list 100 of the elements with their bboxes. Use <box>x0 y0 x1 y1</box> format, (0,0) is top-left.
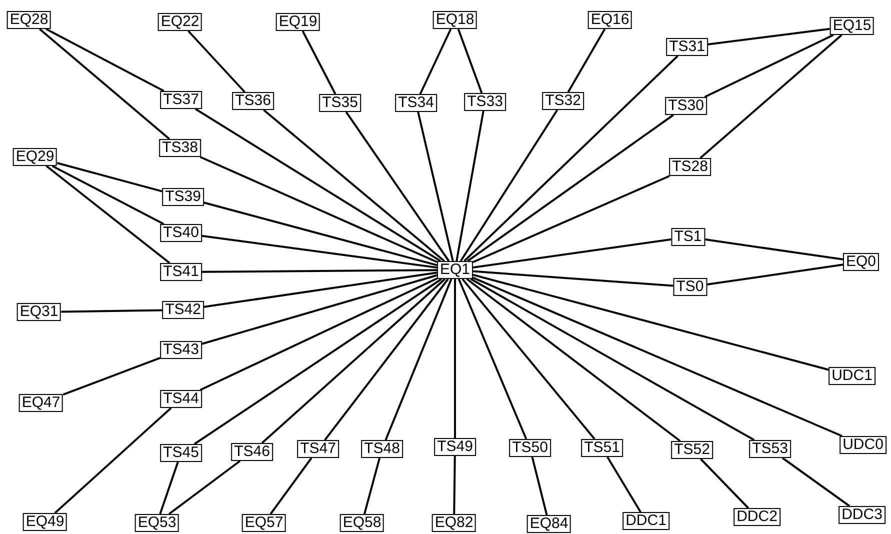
connector-line <box>46 28 164 92</box>
connector-line <box>52 165 164 225</box>
label-box: TS46 <box>231 443 273 461</box>
connector-line <box>466 278 681 442</box>
connector-line <box>704 34 834 98</box>
connector-line <box>472 270 674 287</box>
label-box: TS45 <box>160 444 202 462</box>
connector-line <box>453 456 456 514</box>
connector-line <box>606 456 642 513</box>
label-box: TS39 <box>162 188 204 206</box>
label-box: EQ82 <box>432 514 476 532</box>
label-box: EQ53 <box>134 514 180 532</box>
connector-line <box>46 165 170 264</box>
connector-line <box>472 276 842 437</box>
connector-line <box>706 264 844 286</box>
label-box: EQ31 <box>16 303 62 321</box>
connector-line <box>302 30 336 94</box>
label-box: TS49 <box>434 438 476 456</box>
label-box: EQ29 <box>12 148 58 166</box>
label-box: EQ0 <box>843 253 879 271</box>
connector-line <box>263 109 445 262</box>
connector-line <box>470 278 755 441</box>
connector-line <box>56 162 162 192</box>
label-box: TS33 <box>464 93 506 111</box>
label-box: TS42 <box>162 301 204 319</box>
connector-line <box>460 109 558 262</box>
connector-line <box>458 278 528 440</box>
connector-line <box>54 407 172 514</box>
connector-line <box>200 156 438 263</box>
connector-line <box>567 28 606 92</box>
label-box: EQ22 <box>158 13 202 31</box>
connector-line <box>419 28 452 94</box>
label-box: TS32 <box>542 92 584 110</box>
label-box: TS36 <box>232 92 274 110</box>
label-box: EQ49 <box>22 513 68 531</box>
label-box: TS53 <box>749 440 791 458</box>
label-box: TS28 <box>669 158 711 176</box>
label-box: EQ28 <box>6 11 52 29</box>
connector-line <box>62 356 160 396</box>
connector-line <box>457 28 483 94</box>
connector-line <box>194 108 442 262</box>
connector-line <box>202 269 437 273</box>
connector-line <box>472 274 829 371</box>
connector-line <box>261 278 446 444</box>
label-box: TS50 <box>509 439 551 457</box>
label-box: EQ84 <box>526 515 572 533</box>
connector-line <box>61 309 162 313</box>
connector-line <box>270 457 312 515</box>
label-box: TS41 <box>160 263 202 281</box>
connector-line <box>188 30 246 93</box>
connector-line <box>204 272 438 308</box>
connector-line <box>700 458 749 509</box>
label-box: EQ47 <box>18 394 64 412</box>
label-box: TS44 <box>160 390 202 408</box>
connector-line <box>454 279 456 438</box>
connector-line <box>462 278 596 440</box>
label-box: EQ18 <box>432 11 478 29</box>
connector-line <box>202 274 438 345</box>
label-box: TS48 <box>361 440 403 458</box>
connector-line <box>168 460 241 515</box>
label-box: TS38 <box>159 139 201 157</box>
connector-line <box>472 175 670 264</box>
label-box: TS51 <box>581 439 623 457</box>
label-box: EQ1 <box>437 261 473 279</box>
connector-line <box>200 278 438 391</box>
label-box: TS34 <box>395 94 437 112</box>
connector-line <box>324 278 449 441</box>
connector-line <box>202 234 438 269</box>
label-box: EQ16 <box>588 11 632 29</box>
connector-line <box>464 55 678 262</box>
label-box: UDC1 <box>828 367 876 385</box>
label-box: TS1 <box>671 228 705 246</box>
label-box: EQ58 <box>340 514 384 532</box>
label-box: EQ15 <box>830 17 874 35</box>
label-box: DDC2 <box>734 508 780 526</box>
connector-line <box>384 278 452 440</box>
label-box: TS37 <box>160 91 202 109</box>
label-box: TS47 <box>297 440 339 458</box>
label-box: TS43 <box>160 341 202 359</box>
label-box: TS35 <box>319 94 361 112</box>
connector-line <box>204 202 438 266</box>
connector-line <box>782 457 850 507</box>
connector-line <box>456 110 484 262</box>
label-box: UDC0 <box>840 436 886 454</box>
connector-line <box>467 114 674 262</box>
connector-line <box>38 28 170 140</box>
label-box: DDC3 <box>838 506 886 524</box>
connector-line <box>345 111 450 262</box>
connector-line <box>159 462 179 514</box>
label-box: EQ57 <box>242 514 286 532</box>
connector-line <box>472 238 672 268</box>
label-box: TS30 <box>665 97 707 115</box>
label-box: TS31 <box>666 38 708 56</box>
label-box: EQ19 <box>276 13 320 31</box>
label-box: DDC1 <box>622 512 670 530</box>
connector-line <box>363 458 381 514</box>
label-box: TS40 <box>160 224 202 242</box>
connector-line <box>531 456 548 516</box>
label-box: TS52 <box>671 441 713 459</box>
connector-line <box>700 34 842 159</box>
